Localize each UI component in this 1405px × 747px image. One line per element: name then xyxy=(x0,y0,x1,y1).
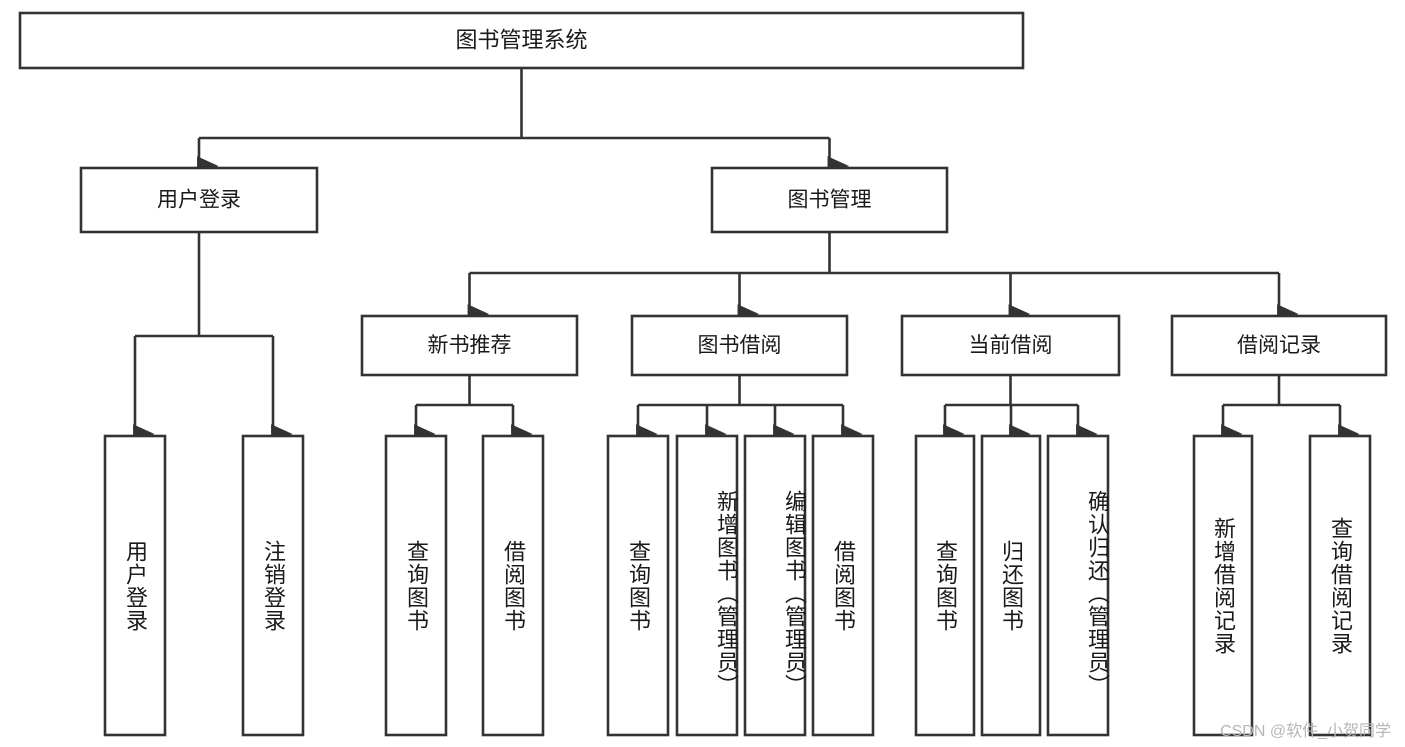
node-box-book-borrow xyxy=(630,314,849,377)
node-label-root: 图书管理系统 xyxy=(455,27,587,52)
node-borrow-record[interactable]: 借阅记录 xyxy=(1170,314,1388,377)
node-leaf-edit-book[interactable] xyxy=(743,434,807,737)
node-label-borrow-record: 借阅记录 xyxy=(1237,334,1321,357)
node-label-current-borrow: 当前借阅 xyxy=(969,334,1053,357)
node-leaf-query-book-cur[interactable] xyxy=(914,434,976,737)
node-leaf-return-book[interactable] xyxy=(980,434,1042,737)
node-leaf-query-book[interactable] xyxy=(606,434,670,737)
node-label-new-book-rec: 新书推荐 xyxy=(428,334,512,357)
node-label-book-manage: 图书管理 xyxy=(788,189,872,212)
node-leaf-borrow-book[interactable] xyxy=(811,434,875,737)
node-box-new-book-rec xyxy=(360,314,579,377)
node-leaf-user-login[interactable] xyxy=(103,434,167,737)
node-label-user-login: 用户登录 xyxy=(157,189,241,212)
node-leaf-confirm-return[interactable] xyxy=(1046,434,1110,737)
node-leaf-query-book-rec[interactable] xyxy=(384,434,448,737)
node-book-manage[interactable]: 图书管理 xyxy=(710,166,949,234)
node-box-leaf-logout xyxy=(241,434,305,737)
node-book-borrow[interactable]: 图书借阅 xyxy=(630,314,849,377)
node-current-borrow[interactable]: 当前借阅 xyxy=(900,314,1121,377)
node-box-leaf-query-book-rec xyxy=(384,434,448,737)
node-label-book-borrow: 图书借阅 xyxy=(698,334,782,357)
node-box-leaf-return-book xyxy=(980,434,1042,737)
node-box-leaf-confirm-return xyxy=(1046,434,1110,737)
node-box-leaf-query-book-cur xyxy=(914,434,976,737)
node-box-leaf-add-record xyxy=(1192,434,1254,737)
node-box-current-borrow xyxy=(900,314,1121,377)
node-box-user-login xyxy=(79,166,319,234)
node-box-leaf-query-record xyxy=(1308,434,1372,737)
node-box-leaf-borrow-book xyxy=(811,434,875,737)
node-root[interactable]: 图书管理系统 xyxy=(18,11,1025,70)
connectors-layer xyxy=(133,68,1360,444)
node-box-leaf-add-book xyxy=(675,434,739,737)
node-box-book-manage xyxy=(710,166,949,234)
node-user-login[interactable]: 用户登录 xyxy=(79,166,319,234)
node-leaf-borrow-book-rec[interactable] xyxy=(481,434,545,737)
node-box-leaf-borrow-book-rec xyxy=(481,434,545,737)
node-leaf-query-record[interactable] xyxy=(1308,434,1372,737)
node-box-leaf-edit-book xyxy=(743,434,807,737)
node-box-leaf-query-book xyxy=(606,434,670,737)
node-leaf-logout[interactable] xyxy=(241,434,305,737)
node-box-root xyxy=(18,11,1025,70)
node-box-borrow-record xyxy=(1170,314,1388,377)
watermark-text: CSDN @软件_小贺同学 xyxy=(1220,723,1391,740)
node-leaf-add-book[interactable] xyxy=(675,434,739,737)
node-leaf-add-record[interactable] xyxy=(1192,434,1254,737)
node-new-book-rec[interactable]: 新书推荐 xyxy=(360,314,579,377)
node-box-leaf-user-login xyxy=(103,434,167,737)
